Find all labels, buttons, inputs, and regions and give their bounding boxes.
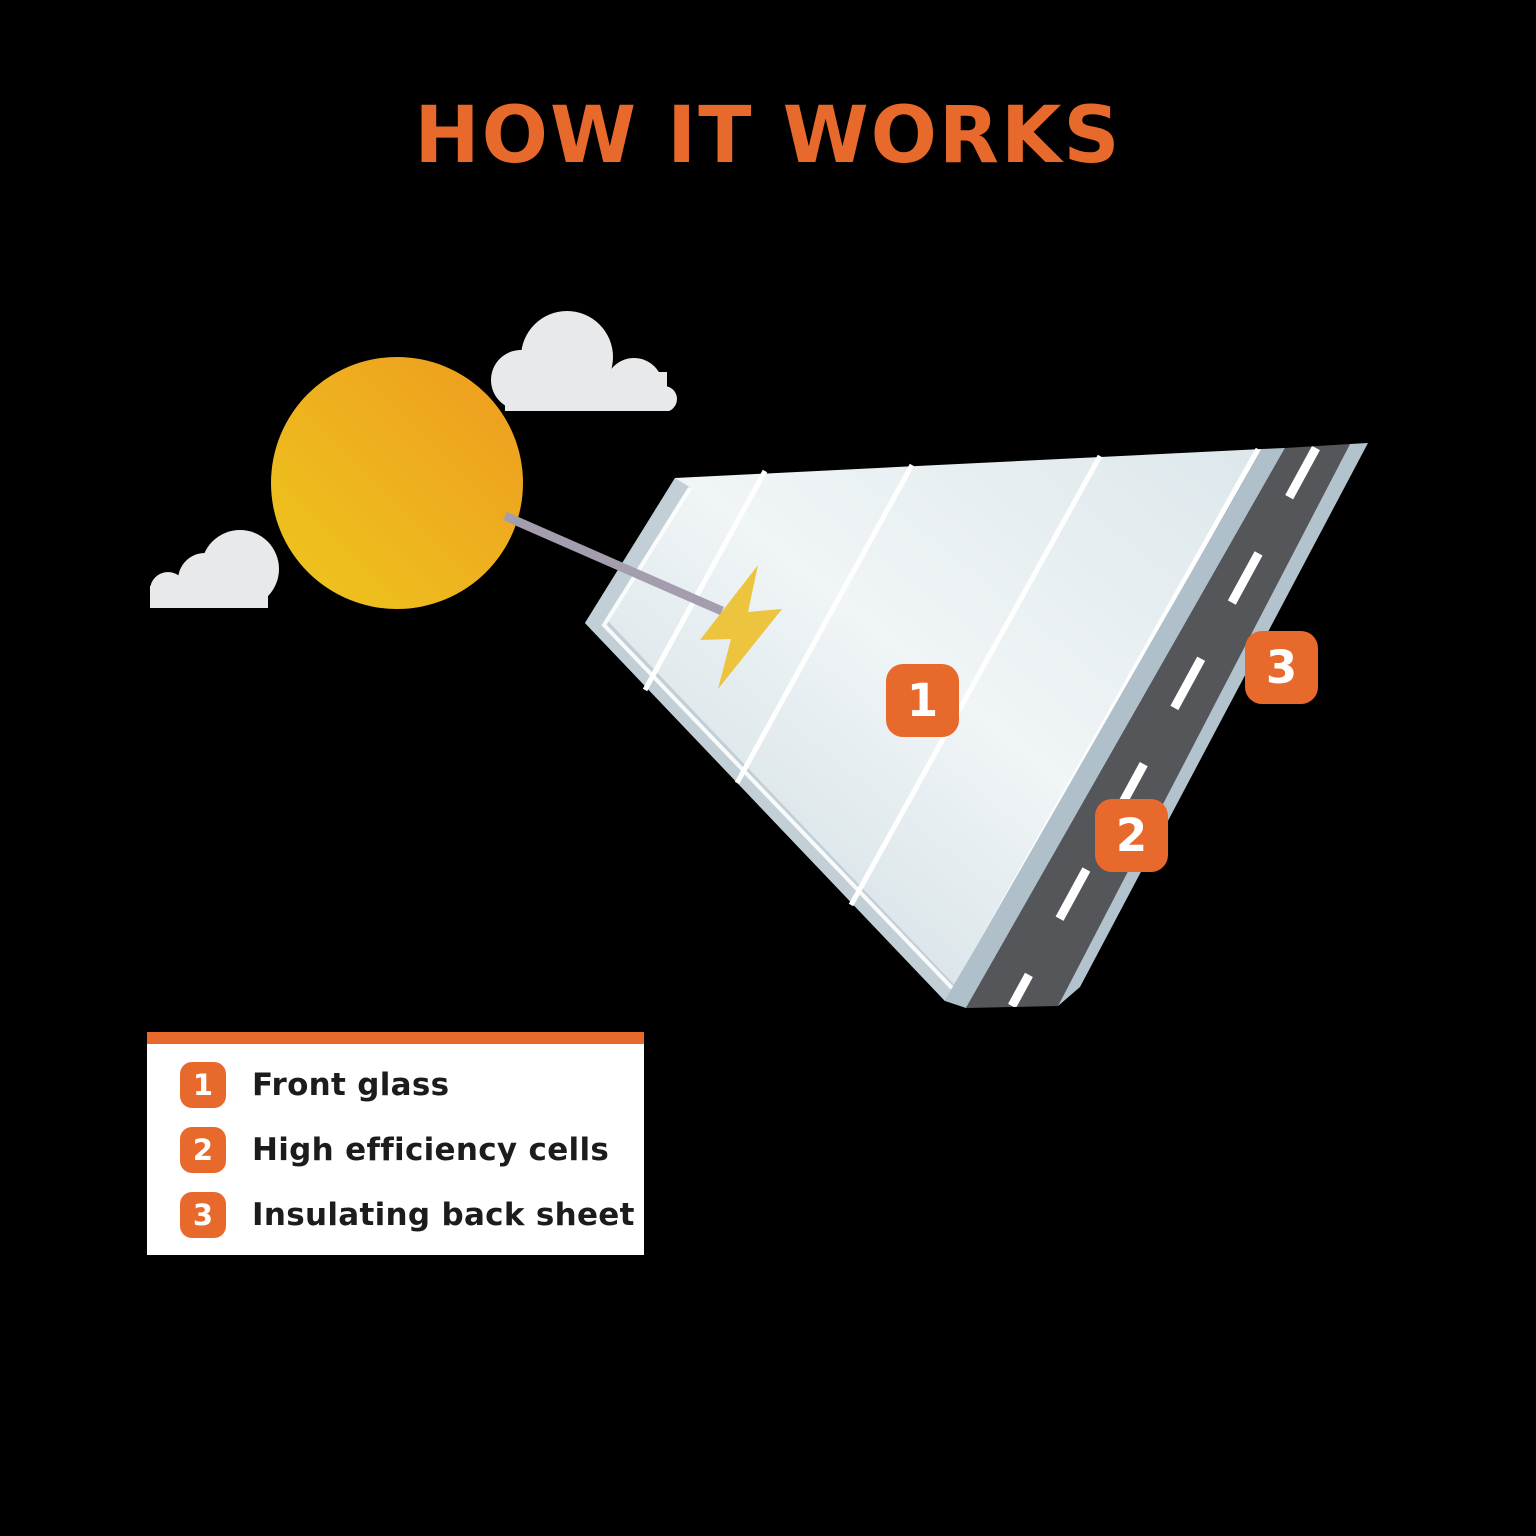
- cloud-icon-left: [150, 530, 279, 608]
- cell-divider-line: [848, 454, 1103, 907]
- legend-row: 1 Front glass: [180, 1062, 628, 1108]
- marker-2-badge: 2: [1095, 799, 1168, 872]
- back-sheet-road: [966, 444, 1350, 1008]
- legend-body: 1 Front glass 2 High efficiency cells 3 …: [147, 1044, 644, 1255]
- solar-panel: [585, 443, 1368, 1008]
- cloud-icon-right: [491, 311, 677, 411]
- cell-divider-line: [642, 469, 768, 692]
- legend-label-2: High efficiency cells: [252, 1132, 610, 1168]
- cells-strip: [945, 448, 1285, 1008]
- sun-icon: [271, 357, 523, 609]
- cell-divider-line: [734, 463, 915, 785]
- marker-3-badge: 3: [1245, 631, 1318, 704]
- lightning-bolt-icon: [700, 565, 782, 689]
- page-title: HOW IT WORKS: [414, 91, 1122, 181]
- legend-number-badge-1: 1: [180, 1062, 226, 1108]
- sun-ray: [503, 511, 724, 616]
- panel-edge-highlight: [601, 486, 954, 990]
- legend-label-1: Front glass: [252, 1067, 450, 1103]
- legend: 1 Front glass 2 High efficiency cells 3 …: [147, 1032, 644, 1255]
- legend-label-3: Insulating back sheet: [252, 1197, 635, 1233]
- legend-row: 3 Insulating back sheet: [180, 1192, 634, 1238]
- legend-row: 2 High efficiency cells: [180, 1127, 628, 1173]
- legend-number-badge-2: 2: [180, 1127, 226, 1173]
- road-center-dashes: [1008, 445, 1320, 1008]
- legend-accent-bar: [147, 1032, 644, 1044]
- legend-number-badge-3: 3: [180, 1192, 226, 1238]
- marker-1-badge: 1: [886, 664, 959, 737]
